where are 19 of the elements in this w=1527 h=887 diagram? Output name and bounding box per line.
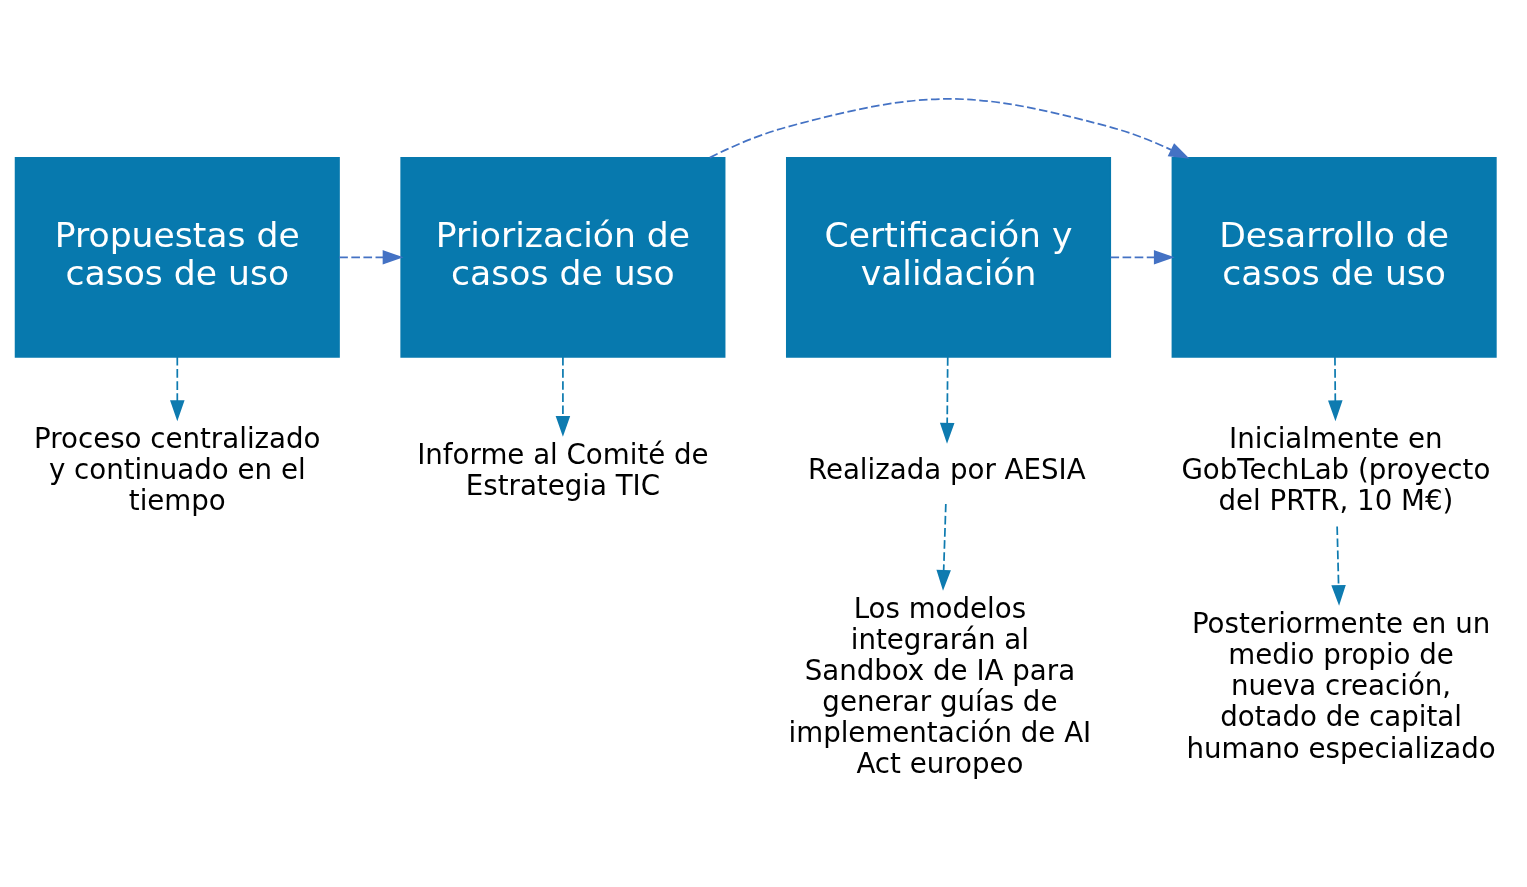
- arrow: [170, 355, 185, 421]
- arrow: [338, 249, 404, 265]
- node-text: Los modelos integrarán al Sandbox de IA para generar guías de implementación de AI Act europeo: [788, 591, 1092, 780]
- node-text: Posteriormente en un medio propio de nueva creación, dotado de capital humano especializado: [1186, 606, 1496, 765]
- node-box: Propuestas de casos de uso: [14, 156, 340, 358]
- node-text: Proceso centralizado y continuado en el tiempo: [34, 421, 321, 517]
- arrow: [708, 97, 1190, 159]
- arrow: [939, 355, 955, 444]
- arrow: [936, 502, 951, 591]
- node-box: Desarrollo de casos de uso: [1171, 156, 1497, 358]
- arrow: [1109, 249, 1175, 265]
- arrow: [555, 355, 571, 437]
- node-text: Inicialmente en GobTechLab (proyecto del PRTR, 10 M€): [1181, 421, 1491, 517]
- node-box: Priorización de casos de uso: [400, 156, 726, 358]
- arrow: [1331, 525, 1346, 606]
- node-text: Informe al Comité de Estrategia TIC: [417, 437, 709, 502]
- arrow: [1328, 355, 1343, 421]
- node-box: Certificación y validación: [785, 156, 1112, 358]
- node-text: Realizada por AESIA: [807, 452, 1086, 486]
